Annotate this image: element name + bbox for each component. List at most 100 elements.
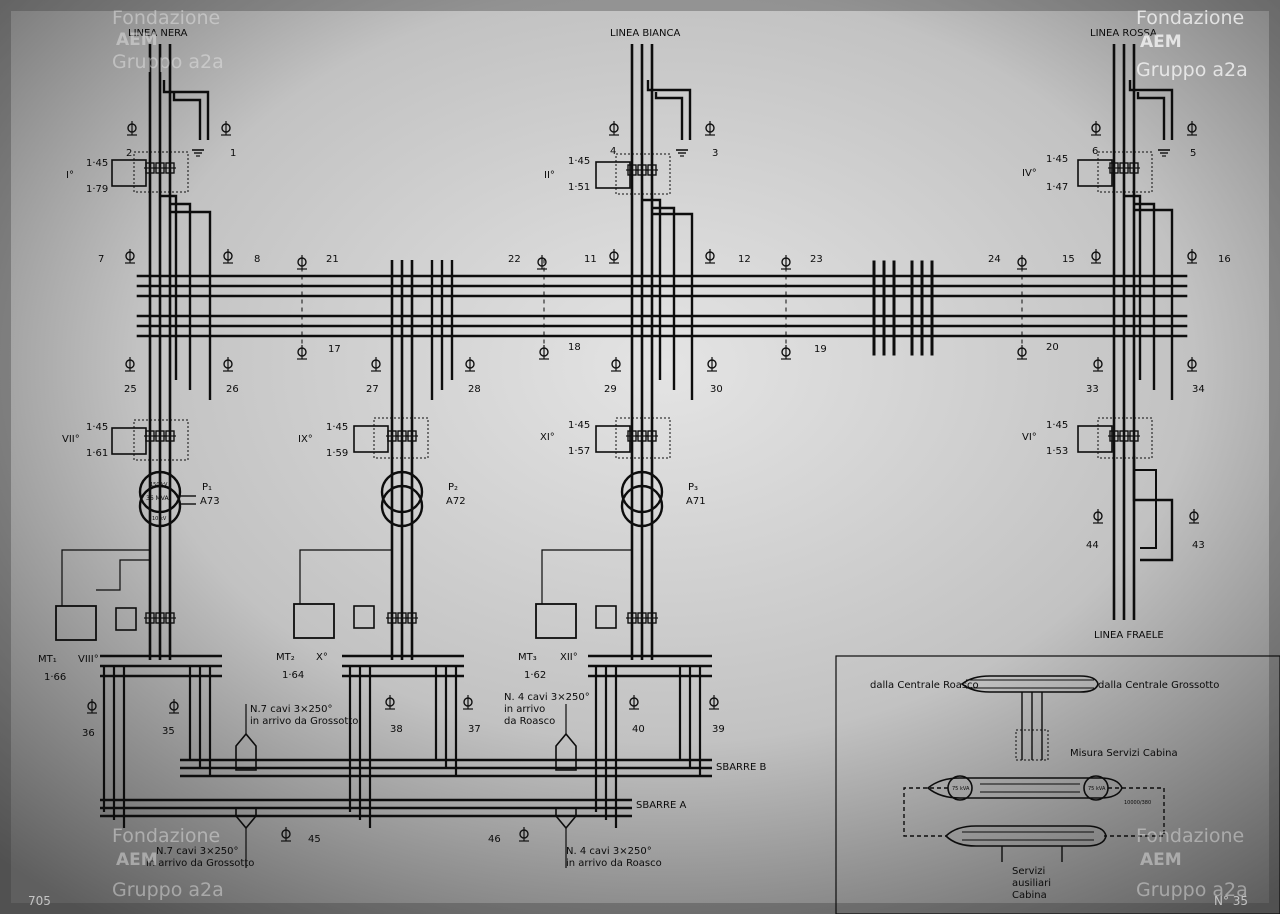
unit-1-bottom: 1·79 (86, 184, 108, 195)
unit-9-roman: IX° (298, 434, 313, 445)
num-18: 18 (568, 342, 581, 353)
feeder-ix (353, 260, 454, 660)
num-45: 45 (308, 834, 321, 845)
cable-1-line1: N.7 cavi 3×250° (250, 704, 333, 715)
cable-2-line1: N. 4 cavi 3×250° (504, 692, 590, 703)
num-16: 16 (1218, 254, 1231, 265)
num-33: 33 (1086, 384, 1099, 395)
transformer-2-a: A72 (446, 496, 466, 507)
unit-6-bottom: 1·53 (1046, 446, 1068, 457)
num-26: 26 (226, 384, 239, 395)
transformer-3-a: A71 (686, 496, 706, 507)
inset-servizi-1: Servizi (1012, 866, 1045, 877)
num-27: 27 (366, 384, 379, 395)
num-37: 37 (468, 724, 481, 735)
unit-6-top: 1·45 (1046, 420, 1068, 431)
corner-number-right: N° 35 (1214, 894, 1249, 908)
mt2-val: 1·64 (282, 670, 304, 681)
num-21: 21 (326, 254, 339, 265)
unit-11-roman: XI° (540, 432, 555, 443)
num-38: 38 (390, 724, 403, 735)
watermark-bottom-left-aem: AEM (116, 850, 158, 870)
mt2-sub: X° (316, 652, 328, 663)
label-linea-nera: LINEA NERA (128, 28, 188, 39)
feeder-linea-nera (111, 44, 212, 660)
feeder-linea-bianca (595, 44, 694, 660)
watermark-bottom-right-aem: AEM (1140, 850, 1182, 870)
label-linea-fraele: LINEA FRAELE (1094, 630, 1164, 641)
inset-ratio: 10000/380 (1124, 800, 1151, 806)
watermark-bottom-left-gruppo: Gruppo a2a (112, 879, 224, 901)
unit-1-roman: I° (66, 170, 74, 181)
cable-3-line2: in arrivo da Grossotto (146, 858, 254, 869)
num-24: 24 (988, 254, 1001, 265)
unit-2-bottom: 1·51 (568, 182, 590, 193)
watermark-top-left: Fondazione (112, 7, 221, 29)
mt3-label: MT₃ (518, 652, 537, 663)
inset-label-misura: Misura Servizi Cabina (1070, 748, 1178, 759)
mt-groups (55, 549, 632, 641)
watermark-bottom-right-gruppo: Gruppo a2a (1136, 879, 1248, 901)
num-19: 19 (814, 344, 827, 355)
mt1-val: 1·66 (44, 672, 66, 683)
num-23: 23 (810, 254, 823, 265)
num-35: 35 (162, 726, 175, 737)
num-12: 12 (738, 254, 751, 265)
unit-2-roman: II° (544, 170, 555, 181)
num-15: 15 (1062, 254, 1075, 265)
transformer-3-p: P₃ (688, 482, 698, 493)
transformer-1-a: A73 (200, 496, 220, 507)
num-30: 30 (710, 384, 723, 395)
inset-label-left: dalla Centrale Roasco (870, 680, 979, 691)
unit-7-top: 1·45 (86, 422, 108, 433)
num-20: 20 (1046, 342, 1059, 353)
cable-2-line2: in arrivo (504, 704, 545, 715)
mt1-label: MT₁ (38, 654, 57, 665)
feeder-linea-rossa (1077, 44, 1174, 620)
num-5: 5 (1190, 148, 1196, 159)
cable-1-line2: in arrivo da Grossotto (250, 716, 358, 727)
num-6: 6 (1092, 146, 1098, 157)
transformer-1-lv: 10 kV (152, 516, 167, 522)
inset-tr-b: 75 kVA (1088, 786, 1106, 792)
cable-2-line3: da Roasco (504, 716, 555, 727)
watermark-top-left-aem: AEM (116, 30, 158, 50)
num-7: 7 (98, 254, 104, 265)
unit-9-top: 1·45 (326, 422, 348, 433)
watermark-bottom-right: Fondazione (1136, 825, 1245, 847)
watermark-top-right: Fondazione (1136, 7, 1245, 29)
corner-number-left: 705 (28, 894, 51, 908)
watermark-bottom-left: Fondazione (112, 825, 221, 847)
unit-1-top: 1·45 (86, 158, 108, 169)
num-11: 11 (584, 254, 597, 265)
mt1-sub: VIII° (78, 654, 99, 665)
unit-4-top: 1·45 (1046, 154, 1068, 165)
num-8: 8 (254, 254, 260, 265)
unit-7-roman: VII° (62, 434, 80, 445)
num-17: 17 (328, 344, 341, 355)
num-22: 22 (508, 254, 521, 265)
transformer-2-p: P₂ (448, 482, 458, 493)
unit-7-bottom: 1·61 (86, 448, 108, 459)
mt3-val: 1·62 (524, 670, 546, 681)
num-40: 40 (632, 724, 645, 735)
inset-servizi-3: Cabina (1012, 890, 1047, 901)
unit-11-top: 1·45 (568, 420, 590, 431)
num-44: 44 (1086, 540, 1099, 551)
transformer-1 (138, 470, 196, 528)
num-29: 29 (604, 384, 617, 395)
transformer-1-p: P₁ (202, 482, 212, 493)
num-28: 28 (468, 384, 481, 395)
watermark-top-right-aem: AEM (1140, 32, 1182, 52)
cable-4-line2: in arrivo da Roasco (566, 858, 662, 869)
num-2: 2 (126, 148, 132, 159)
transformer-1-rating: 36 MVA (146, 495, 169, 502)
inset-label-right: dalla Centrale Grossotto (1098, 680, 1219, 691)
mt2-label: MT₂ (276, 652, 295, 663)
num-3: 3 (712, 148, 718, 159)
num-34: 34 (1192, 384, 1205, 395)
label-sbarre-a: SBARRE A (636, 800, 686, 811)
